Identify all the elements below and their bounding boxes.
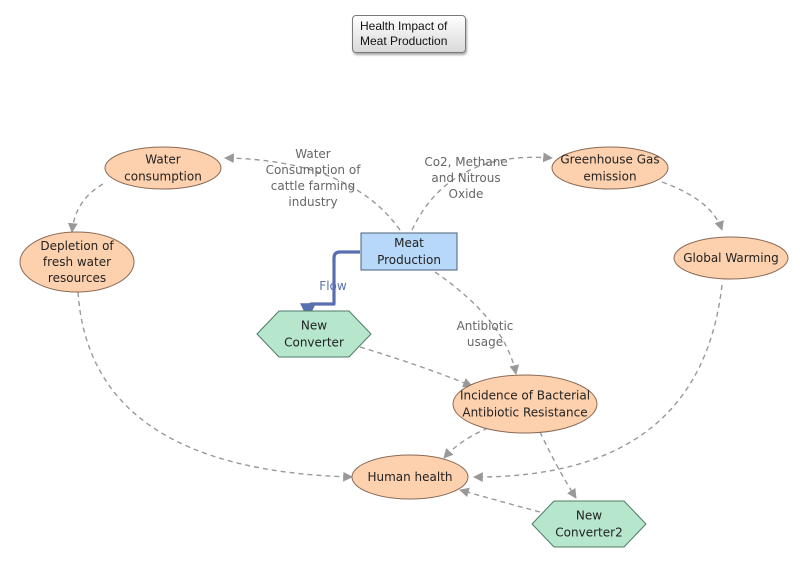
node-incidence-resistance-label-line: Antibiotic Resistance [462,406,587,420]
link-globalwarming-to-humanhealth[interactable] [473,284,723,482]
node-new-converter-label-line: Converter [284,336,344,350]
node-water-consumption-label-line: Water [145,153,181,167]
node-human-health-label-line: Human health [367,470,452,484]
link-incidence-to-converter2[interactable] [539,431,577,499]
link-water-to-depletion[interactable] [67,183,104,233]
node-new-converter2-label-line: New [576,509,602,523]
label-water-consumption-cattle-line: Consumption of [266,163,362,177]
node-depletion-fresh-water-label: Depletion of fresh water resources [40,239,114,285]
node-global-warming-label: Global Warming [683,251,779,265]
node-meat-production-shape [360,232,458,271]
node-depletion-fresh-water-label-line: Depletion of [40,239,114,253]
node-new-converter-label-line: New [301,319,327,333]
label-antibiotic-usage-line: Antibiotic [457,319,514,333]
diagram-title: Health Impact of Meat Production [352,15,466,53]
title-line-1: Health Impact of [360,19,448,33]
node-depletion-fresh-water-shape [19,231,135,293]
flow-meat-to-converter[interactable] [300,250,360,320]
link-meat-to-water[interactable] [224,153,401,231]
node-meat-production-label-line: Production [377,253,441,267]
node-depletion-fresh-water-label-line: fresh water [43,255,111,269]
label-antibiotic-usage-line: usage [467,335,503,349]
node-incidence-resistance-shape [452,374,598,434]
link-converter-to-incidence[interactable] [359,346,473,388]
link-meat-to-greenhouse[interactable] [411,152,553,231]
node-global-warming[interactable]: Global Warming [673,236,789,280]
label-antibiotic-usage: Antibiotic usage [457,319,514,349]
node-human-health[interactable]: Human health [351,454,469,500]
label-co2-methane-nitrous-line: Co2, Methane [424,155,507,169]
node-human-health-label: Human health [367,470,452,484]
node-new-converter-shape [256,310,372,358]
label-water-consumption-cattle-line: industry [288,195,337,209]
title-line-2: Meat Production [360,34,448,48]
links-layer [67,152,724,513]
node-water-consumption-shape [104,146,222,190]
link-incidence-to-humanhealth[interactable] [443,427,489,459]
node-greenhouse-gas-label-line: Greenhouse Gas [560,153,659,167]
link-converter2-to-humanhealth[interactable] [459,487,541,513]
node-depletion-fresh-water-label-line: resources [48,271,106,285]
node-human-health-shape [351,454,469,500]
node-water-consumption-label: Water consumption [124,153,202,184]
node-global-warming-label-line: Global Warming [683,251,779,265]
label-co2-methane-nitrous-line: Oxide [449,187,484,201]
node-incidence-resistance-label-line: Incidence of Bacterial [460,389,590,403]
node-meat-production-label-line: Meat [394,236,424,250]
node-depletion-fresh-water[interactable]: Depletion of fresh water resources [19,231,135,293]
link-meat-to-incidence[interactable] [434,271,520,375]
link-greenhouse-to-globalwarming[interactable] [661,181,724,231]
node-water-consumption[interactable]: Water consumption [104,146,222,190]
node-greenhouse-gas[interactable]: Greenhouse Gas emission [551,146,669,190]
label-flow-line: Flow [319,279,347,293]
node-global-warming-shape [673,236,789,280]
node-greenhouse-gas-label-line: emission [583,170,636,184]
node-new-converter2-shape [531,500,647,548]
label-co2-methane-nitrous-line: and Nitrous [431,171,500,185]
node-new-converter2-label-line: Converter2 [555,526,622,540]
node-greenhouse-gas-shape [551,146,669,190]
label-water-consumption-cattle-line: Water [295,147,331,161]
label-flow: Flow [319,279,347,293]
node-greenhouse-gas-label: Greenhouse Gas emission [560,153,659,184]
link-depletion-to-humanhealth[interactable] [77,291,353,482]
node-water-consumption-label-line: consumption [124,170,202,184]
label-water-consumption-cattle-line: cattle farming [271,179,355,193]
